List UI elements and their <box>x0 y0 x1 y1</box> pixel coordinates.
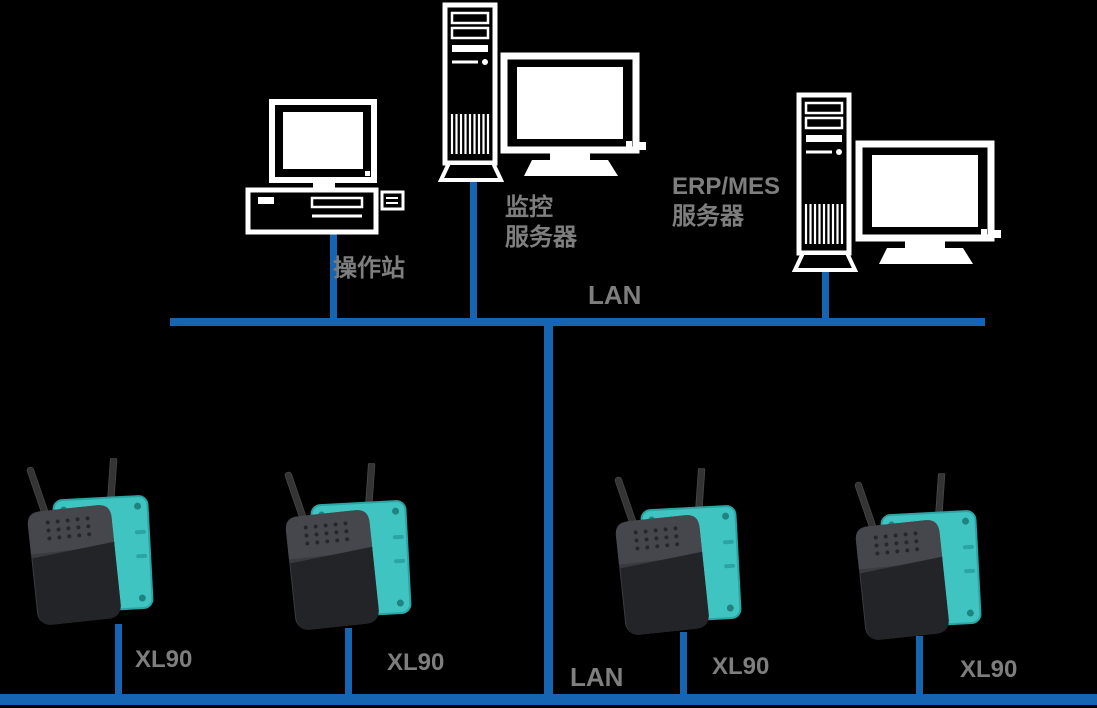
monitoring-server-monitor <box>500 52 648 184</box>
crt-monitor-icon <box>855 140 1001 264</box>
erp-mes-server-label-line2: 服务器 <box>672 203 744 230</box>
connector-device-3 <box>680 632 687 697</box>
monitoring-server-label-line2: 服务器 <box>505 224 577 251</box>
wireless-gateway-icon <box>854 473 982 640</box>
operator-station-label: 操作站 <box>333 255 405 282</box>
erp-mes-server-node <box>792 92 858 277</box>
erp-mes-server-label-line1: ERP/MES <box>672 173 781 200</box>
bottom-lan-bus-line <box>0 694 1097 705</box>
top-lan-label: LAN <box>588 280 642 310</box>
monitoring-server-label: 监控 服务器 <box>505 193 577 253</box>
xl90-device-1 <box>20 458 160 633</box>
desktop-computer-icon <box>245 99 405 235</box>
erp-mes-server-monitor <box>855 140 1003 272</box>
operator-station-node <box>238 98 406 240</box>
connector-operator-station <box>330 232 337 322</box>
monitoring-server-label-line1: 监控 <box>505 194 553 221</box>
tower-server-icon <box>438 2 504 182</box>
xl90-label-4: XL90 <box>960 656 1018 683</box>
erp-mes-server-label: ERP/MES 服务器 <box>672 172 780 232</box>
xl90-label-3: XL90 <box>712 653 770 680</box>
connector-erp-server <box>822 272 829 322</box>
top-lan-bus-line <box>170 318 985 326</box>
monitoring-server-node <box>438 2 504 187</box>
xl90-device-3 <box>608 468 748 643</box>
wireless-gateway-icon <box>26 458 154 625</box>
tower-server-icon <box>792 92 858 272</box>
connector-device-1 <box>115 624 122 697</box>
xl90-device-4 <box>848 473 988 648</box>
wireless-gateway-icon <box>284 463 412 630</box>
bottom-lan-label: LAN <box>570 662 624 692</box>
trunk-line <box>544 318 553 704</box>
connector-device-4 <box>916 636 923 697</box>
xl90-device-2 <box>278 463 418 638</box>
connector-device-2 <box>345 628 352 697</box>
xl90-label-2: XL90 <box>387 649 445 676</box>
connector-monitoring-server <box>470 178 477 322</box>
wireless-gateway-icon <box>614 468 742 635</box>
crt-monitor-icon <box>500 52 646 176</box>
xl90-label-1: XL90 <box>135 646 193 673</box>
